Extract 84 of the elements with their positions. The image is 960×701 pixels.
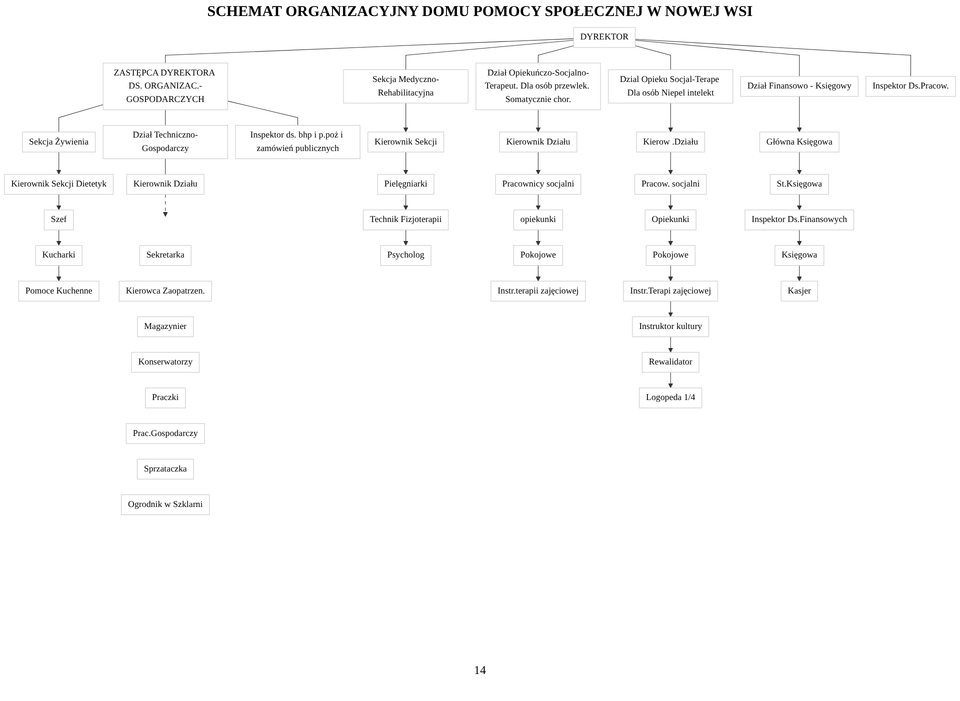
connector [634, 38, 911, 77]
arrow [796, 96, 802, 132]
node-box: Instruktor kultury [632, 316, 710, 338]
connector [165, 110, 166, 126]
node-box: Opiekunki [644, 210, 696, 230]
arrow [536, 230, 541, 246]
node-box: Kasjer [780, 280, 818, 302]
node-box: Dział Techniczno-Gospodarczy [102, 125, 228, 159]
node-box: Sekcja Medyczno-Rehabilitacyjna [343, 69, 468, 104]
node-box: Główna Księgowa [759, 132, 840, 152]
node-box: Kierownik Działu [499, 132, 578, 152]
arrow [668, 102, 674, 132]
page-number: 14 [474, 663, 486, 677]
arrow [668, 300, 674, 317]
arrow [796, 265, 802, 282]
node-box: Sekretarka [139, 245, 192, 266]
arrow [56, 265, 62, 282]
node-box: Sekcja Żywienia [22, 132, 96, 152]
arrow [56, 194, 62, 210]
chart-title: SCHEMAT ORGANIZACYJNY DOMU POMOCY SPOŁECZNEJ W NOWEJ WSI [206, 4, 754, 21]
connector [538, 45, 574, 64]
arrow [668, 336, 674, 353]
node-box: Szef [44, 210, 74, 230]
node-box: Inspektor Ds.Pracow. [866, 76, 956, 97]
arrow [796, 194, 802, 210]
arrow [403, 102, 408, 132]
node-box: opiekunki [513, 210, 563, 230]
node-box: Logopeda 1/4 [639, 388, 702, 408]
node-box: Konserwatorzy [131, 352, 200, 373]
arrow [56, 230, 62, 246]
node-box: Ogrodnik w Szklarni [121, 494, 210, 516]
node-box: Kucharki [35, 245, 82, 266]
connector [165, 38, 574, 64]
node-box: Sprzataczka [136, 458, 194, 480]
node-box: Pokojowe [513, 245, 563, 266]
node-box: Praczki [145, 388, 186, 408]
arrow [668, 265, 674, 282]
arrow [162, 194, 168, 217]
node-box: Instr.terapii zajęciowej [490, 280, 586, 302]
node-box: Kierownik Sekcji Dietetyk [4, 174, 114, 195]
node-box: Psycholog [380, 245, 432, 266]
node-box: Prac.Gospodarczy [126, 423, 205, 444]
node-box: Magazynier [137, 316, 194, 338]
node-box: Kierownik Działu [126, 174, 204, 195]
arrow [536, 265, 541, 282]
arrow [668, 152, 674, 175]
connector [165, 158, 166, 175]
arrow [796, 152, 802, 175]
node-box: Pracownicy socjalni [495, 174, 582, 195]
connector [406, 40, 574, 70]
node-box: Księgowa [774, 245, 824, 266]
node-box: ZASTĘPCA DYREKTORA DS. ORGANIZAC.-GOSPODARCZYCH [102, 62, 228, 110]
node-box: DYREKTOR [573, 27, 636, 48]
node-box: Rewalidator [642, 352, 700, 373]
connector [634, 45, 671, 70]
connector [634, 40, 800, 77]
connector [227, 100, 298, 126]
arrow [403, 194, 408, 210]
node-box: Kierowca Zaopatrzen. [118, 280, 212, 302]
arrow [403, 230, 408, 246]
node-box: Instr.Terapi zajęciowej [623, 280, 718, 302]
connector [58, 104, 104, 132]
arrow [668, 230, 674, 246]
node-box: Inspektor Ds.Finansowych [744, 210, 854, 230]
node-box: Kierownik Sekcji [368, 132, 444, 152]
node-box: Dzial Opieku Socjal-Terape Dla osób Niepel intelekt [608, 69, 734, 104]
node-box: Pomoce Kuchenne [18, 280, 100, 302]
node-box: Dział Finansowo - Księgowy [740, 76, 858, 97]
arrow [536, 194, 541, 210]
arrow [668, 372, 674, 388]
arrow [536, 110, 541, 132]
node-box: Kierow .Działu [636, 132, 705, 152]
arrow [536, 152, 541, 175]
arrow [668, 194, 674, 210]
node-box: Pielęgniarki [377, 174, 434, 195]
arrow [56, 152, 62, 175]
node-box: Pokojowe [646, 245, 696, 266]
node-box: Technik Fizjoterapii [362, 210, 449, 230]
arrow [403, 152, 408, 175]
arrow [796, 230, 802, 246]
node-box: Pracow. socjalni [634, 174, 707, 195]
node-box: Inspektor ds. bhp i p.poż i zamówień publicznych [235, 125, 360, 159]
node-box: Dział Opiekuńczo-Socjalno-Terapeut. Dla osób przewlek. Somatycznie chor. [476, 62, 601, 110]
node-box: St.Księgowa [770, 174, 829, 195]
